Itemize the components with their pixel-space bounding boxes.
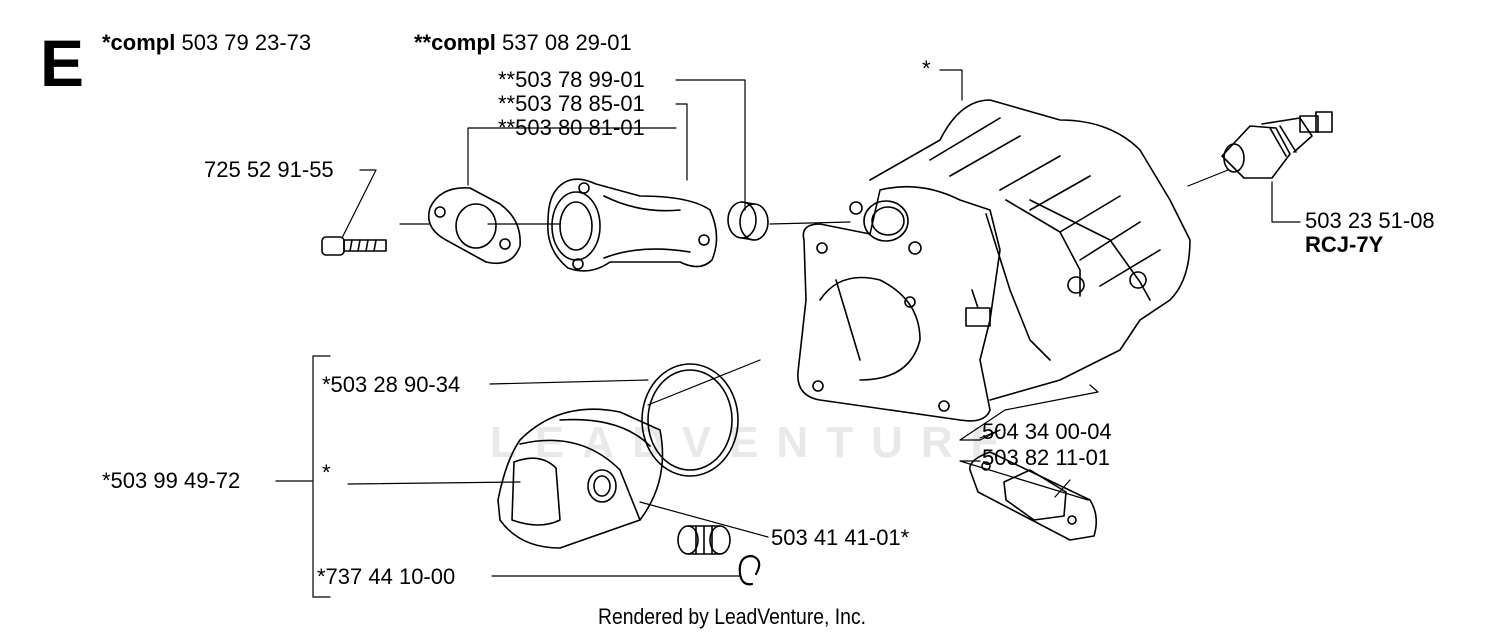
part-label-gasket-a: **503 78 99-01 bbox=[498, 67, 645, 92]
part-label-cylinder: * bbox=[922, 56, 931, 81]
needle-bearing-part bbox=[677, 525, 731, 555]
cylinder-part bbox=[797, 99, 1191, 422]
part-label-piston-ring: *503 28 90-34 bbox=[322, 372, 461, 397]
kit-label-2: **compl 537 08 29-01 bbox=[414, 32, 632, 54]
circlip-part bbox=[738, 554, 761, 586]
piston-ring-part bbox=[641, 363, 739, 477]
exhaust-gasket-part bbox=[969, 451, 1098, 541]
part-label-circlip: *737 44 10-00 bbox=[317, 564, 456, 589]
part-label-piston: * bbox=[322, 460, 331, 485]
part-label-spark-plug: 503 23 51-08 bbox=[1305, 208, 1435, 233]
sleeve-part bbox=[727, 201, 769, 241]
part-label-intake: **503 80 81-01 bbox=[498, 115, 645, 140]
piston-part bbox=[497, 408, 664, 549]
kit-label-1: *compl 503 79 23-73 bbox=[102, 32, 311, 54]
screw-part bbox=[321, 236, 387, 256]
section-letter: E bbox=[40, 26, 85, 100]
intake-gasket-part bbox=[427, 187, 521, 265]
kit-number-2: 537 08 29-01 bbox=[502, 30, 632, 55]
part-label-screw: 725 52 91-55 bbox=[204, 157, 334, 182]
footer-credit: Rendered by LeadVenture, Inc. bbox=[598, 604, 867, 629]
kit-number-1: 503 79 23-73 bbox=[181, 30, 312, 55]
leader-lines bbox=[275, 69, 1301, 598]
kit-prefix-2: **compl bbox=[414, 30, 496, 55]
part-label-spark-plug-type: RCJ-7Y bbox=[1305, 232, 1384, 257]
intake-flange-part bbox=[547, 178, 718, 272]
kit-prefix-1: *compl bbox=[102, 30, 176, 55]
watermark-text: LEADVENTURE bbox=[490, 418, 1019, 467]
part-label-piston-kit: *503 99 49-72 bbox=[102, 468, 241, 493]
spark-plug-part bbox=[1221, 111, 1333, 179]
part-label-needle-bearing: 503 41 41-01* bbox=[771, 525, 910, 550]
part-label-decomp-valve: 504 34 00-04 bbox=[982, 419, 1112, 444]
part-label-gasket-b: **503 78 85-01 bbox=[498, 91, 645, 116]
part-label-exhaust-gasket: 503 82 11-01 bbox=[982, 445, 1111, 470]
